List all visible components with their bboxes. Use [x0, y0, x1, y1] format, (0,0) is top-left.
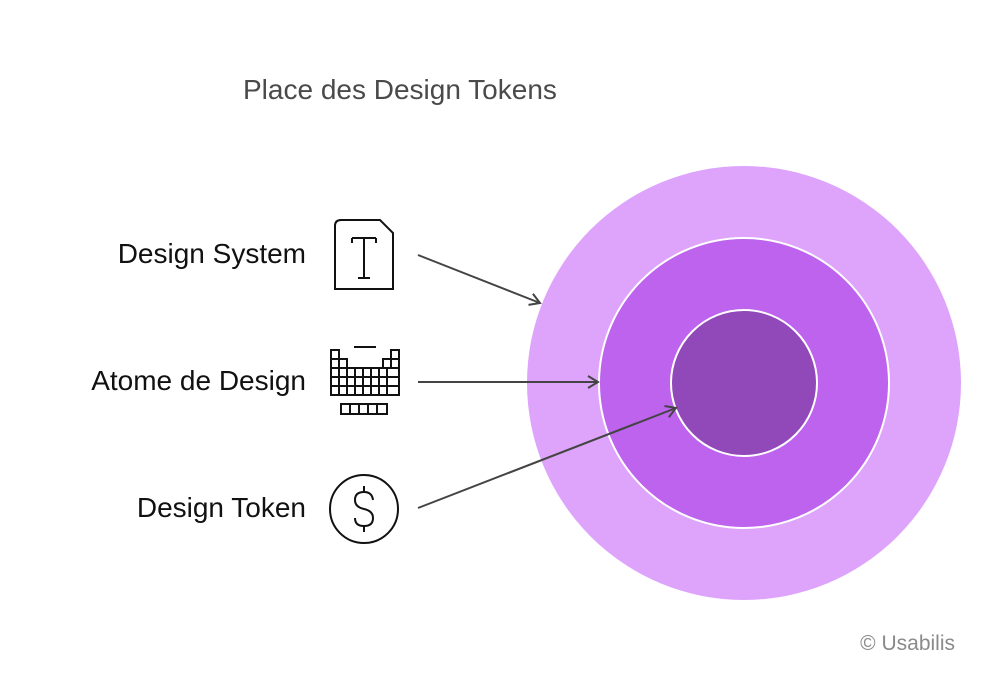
arrow-design-system: [417, 254, 542, 306]
periodic-table-icon: [330, 346, 400, 415]
arrow-design-token: [417, 405, 678, 509]
label-design-token: Design Token: [136, 492, 306, 523]
label-design-atom: Atome de Design: [91, 365, 306, 396]
document-text-icon: [334, 219, 394, 290]
dollar-coin-icon: [329, 474, 399, 544]
label-design-system: Design System: [117, 238, 306, 269]
inner-circle: [670, 309, 818, 457]
diagram-title: Place des Design Tokens: [243, 74, 557, 105]
copyright-notice: © Usabilis: [860, 632, 955, 655]
